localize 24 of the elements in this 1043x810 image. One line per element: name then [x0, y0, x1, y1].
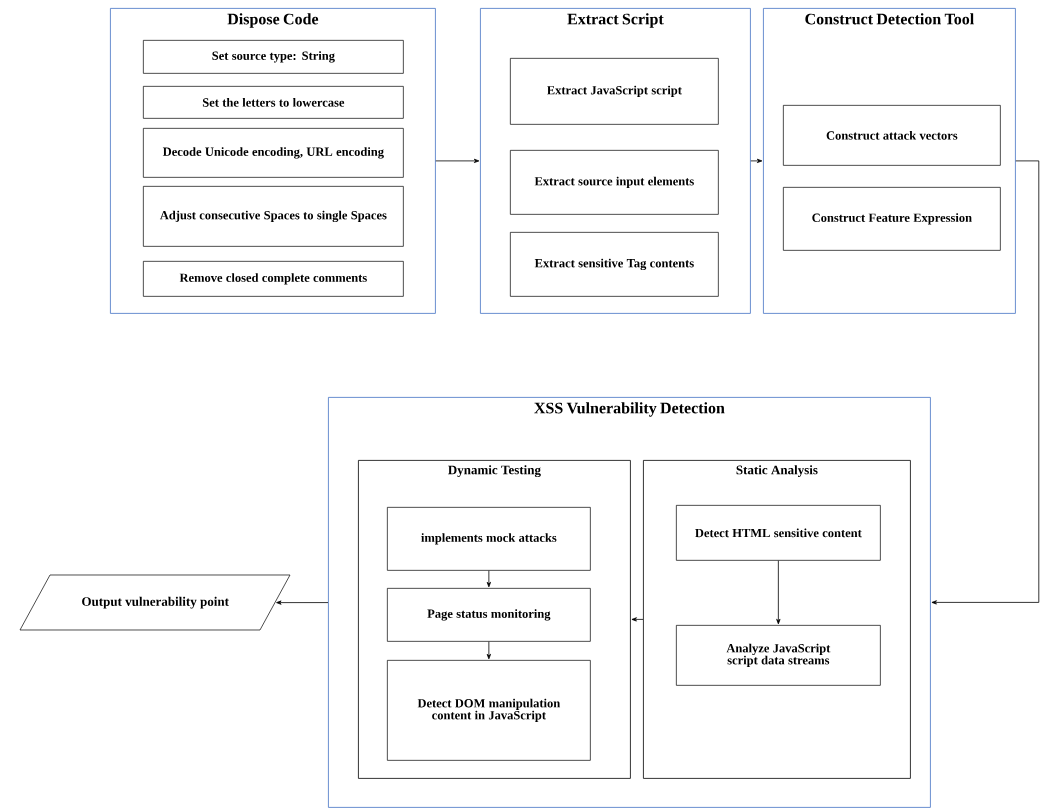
arrow [931, 160, 1040, 605]
process-box: Construct Feature Expression [783, 187, 1001, 251]
process-box: Detect HTML sensitive content [676, 505, 881, 561]
process-box: Construct attack vectors [783, 105, 1001, 166]
process-box: Set the letters to lowercase [143, 86, 404, 119]
process-box: Page status monitoring [387, 588, 591, 642]
arrow [631, 617, 644, 622]
arrow [750, 158, 763, 163]
arrow [435, 158, 480, 163]
process-box: implements mock attacks [387, 507, 591, 571]
process-box: Remove closed complete comments [143, 261, 404, 297]
arrow [486, 641, 491, 660]
process-box: Adjust consecutive Spaces to single Spaces [143, 186, 404, 247]
process-box: Extract source input elements [510, 150, 719, 215]
process-box: Analyze JavaScript script data streams [676, 625, 881, 686]
output-parallelogram: Output vulnerability point [19, 574, 291, 631]
process-box: Detect DOM manipulation content in JavaScript [387, 660, 591, 761]
process-box: Extract JavaScript script [510, 58, 719, 125]
arrow [276, 600, 329, 605]
process-box: Extract sensitive Tag contents [510, 232, 719, 297]
arrow [486, 570, 491, 588]
arrow [776, 560, 781, 625]
process-box: Decode Unicode encoding, URL encoding [143, 128, 404, 178]
process-box: Set source type: String [143, 40, 404, 74]
